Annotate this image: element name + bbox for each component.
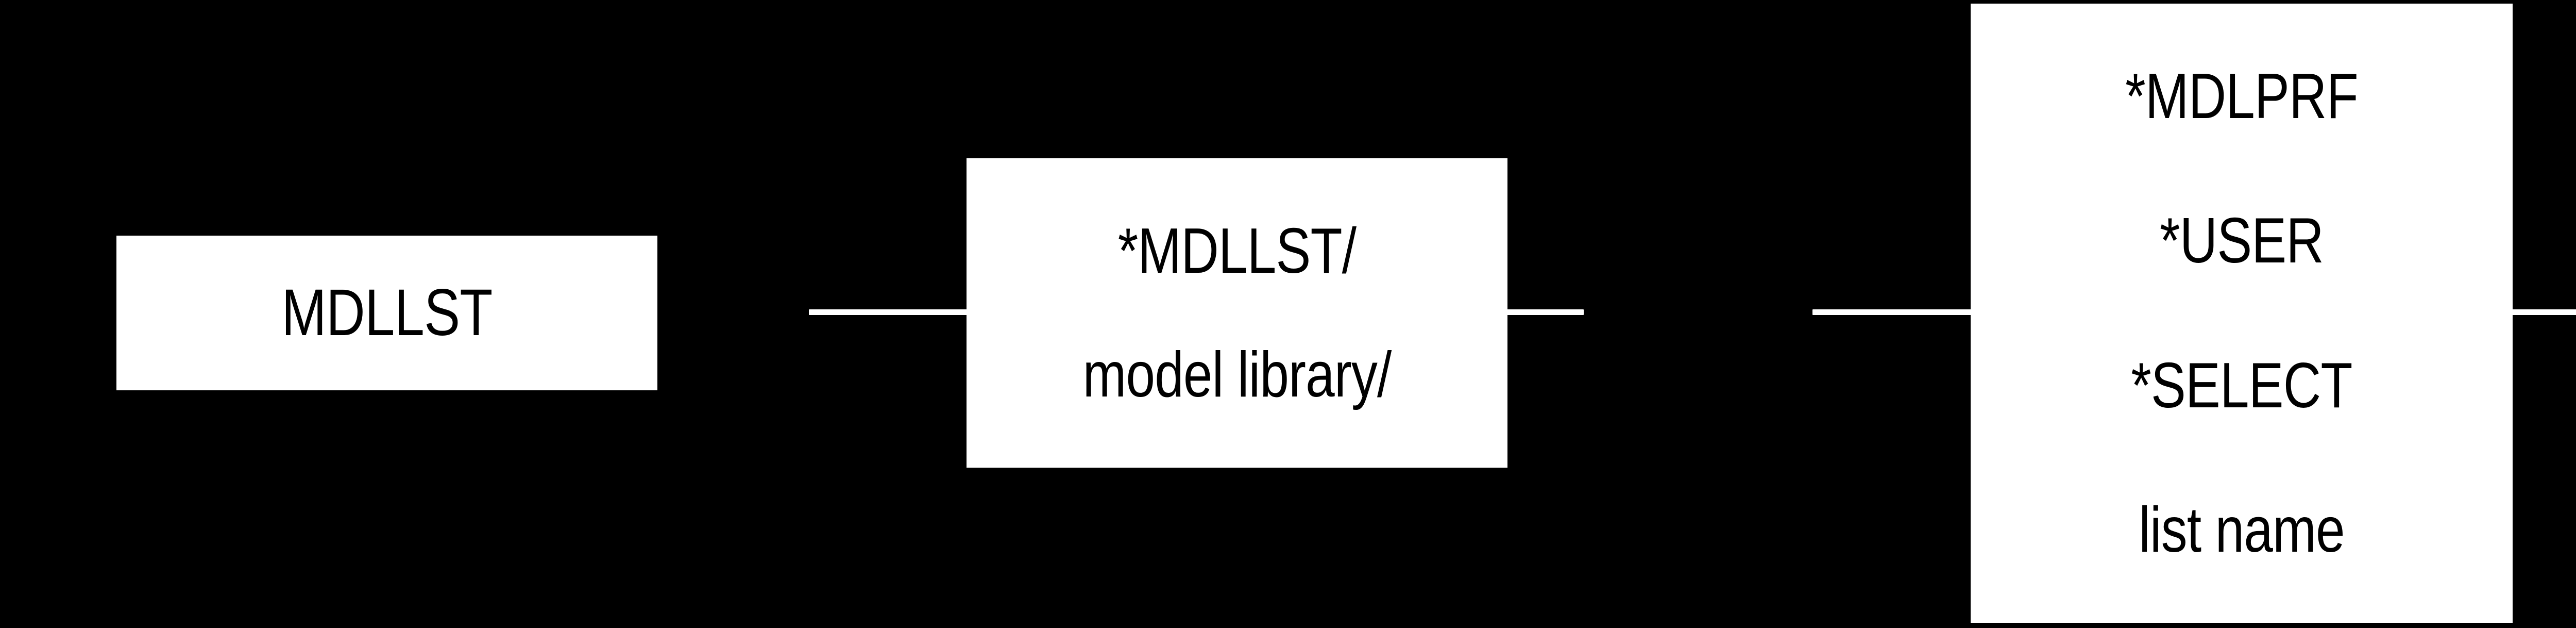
- connector-line-mdllst-to-library: [809, 309, 969, 315]
- parameter-box-model-library: *MDLLST/ model library/: [967, 158, 1507, 468]
- connector-line-mdlprf-in: [1812, 309, 1972, 315]
- parameter-choice-box-mdlprf: *MDLPRF *USER *SELECT list name: [1971, 4, 2513, 623]
- box-mdlprf-line-4: list name: [2139, 494, 2345, 566]
- connector-line-mdlprf-out: [2511, 309, 2576, 315]
- box-mdlprf-line-3: *SELECT: [2131, 350, 2352, 421]
- box-mdllst-line-1: MDLLST: [281, 276, 493, 350]
- box-mdlprf-line-1: *MDLPRF: [2125, 61, 2359, 133]
- box-mdlprf-line-2: *USER: [2160, 205, 2324, 277]
- connector-line-library-out: [1505, 309, 1584, 315]
- command-name-box-mdllst: MDLLST: [116, 236, 657, 390]
- box-library-line-1: *MDLLST/: [1117, 216, 1357, 287]
- box-library-line-2: model library/: [1082, 339, 1392, 410]
